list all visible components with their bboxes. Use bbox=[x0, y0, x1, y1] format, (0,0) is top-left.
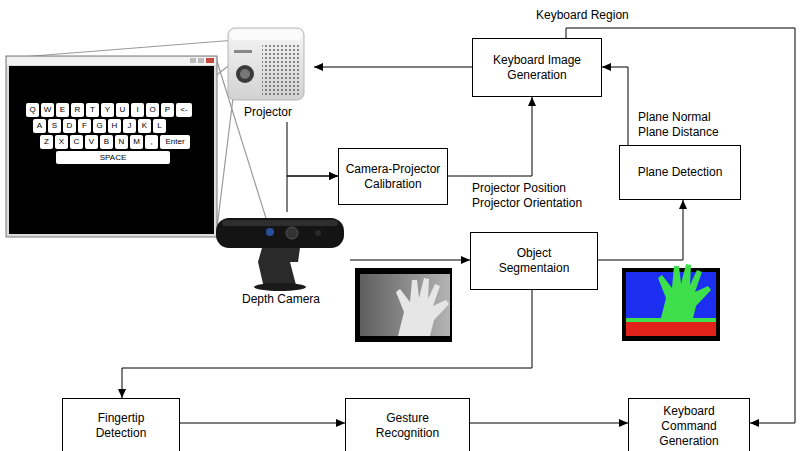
connector-arrow bbox=[598, 200, 683, 260]
key-label: J bbox=[123, 119, 136, 133]
key-label: R bbox=[71, 103, 84, 117]
device-photo: Depth Camera bbox=[212, 212, 350, 309]
key-label: B bbox=[100, 135, 113, 149]
connector-arrow bbox=[448, 97, 532, 176]
key-label: Y bbox=[101, 103, 114, 117]
key-label: W bbox=[41, 103, 54, 117]
connector-arrow bbox=[350, 260, 470, 261]
box-label: Object Segmentaion bbox=[494, 246, 574, 276]
box-label: Keyboard Command Generation bbox=[649, 404, 729, 449]
key-label: L bbox=[153, 119, 166, 133]
key-label: V bbox=[85, 135, 98, 149]
connector-arrow bbox=[314, 67, 472, 68]
connector-label: Plane Normal Plane Distance bbox=[636, 110, 730, 140]
key-label: F bbox=[78, 119, 91, 133]
key-label: S bbox=[48, 119, 61, 133]
process-box: Keyboard Command Generation bbox=[628, 398, 750, 451]
key-label: , bbox=[145, 135, 158, 149]
key-label: Q bbox=[26, 103, 39, 117]
key-label: I bbox=[131, 103, 144, 117]
key-label: X bbox=[55, 135, 68, 149]
connector-label: Keyboard Region bbox=[534, 8, 631, 23]
key-label: P bbox=[161, 103, 174, 117]
connector-arrow bbox=[287, 122, 338, 176]
device-photo: Projector bbox=[222, 22, 314, 122]
connector-label: Projector Position Projector Orientation bbox=[470, 181, 599, 211]
box-label: Plane Detection bbox=[638, 165, 723, 180]
key-label: T bbox=[86, 103, 99, 117]
depth-image bbox=[355, 268, 452, 342]
key-label: U bbox=[116, 103, 129, 117]
connector-arrow bbox=[470, 423, 628, 424]
segmentation-image bbox=[622, 264, 720, 341]
connector-arrow bbox=[602, 67, 628, 145]
box-label: Fingertip Detection bbox=[81, 411, 161, 441]
key-label: <- bbox=[176, 103, 192, 117]
key-label: H bbox=[108, 119, 121, 133]
process-box: Keyboard Image Generation bbox=[472, 38, 602, 97]
process-box: Gesture Recognition bbox=[345, 398, 470, 451]
process-box: Camera-Projector Calibration bbox=[338, 148, 448, 205]
key-label: C bbox=[70, 135, 83, 149]
key-label: Enter bbox=[160, 135, 190, 149]
device-caption: Depth Camera bbox=[242, 292, 320, 307]
key-label: M bbox=[130, 135, 143, 149]
key-label: Z bbox=[40, 135, 53, 149]
keyboard-window bbox=[6, 56, 217, 237]
key-label: K bbox=[138, 119, 151, 133]
connector-arrow bbox=[180, 423, 345, 424]
key-label: N bbox=[115, 135, 128, 149]
box-label: Camera-Projector Calibration bbox=[343, 162, 443, 192]
key-label: A bbox=[33, 119, 46, 133]
process-box: Plane Detection bbox=[619, 145, 741, 200]
depth-camera-photo bbox=[216, 218, 344, 291]
projector-photo bbox=[228, 28, 304, 100]
device-caption: Projector bbox=[244, 105, 292, 120]
process-box: Fingertip Detection bbox=[62, 398, 180, 451]
key-label: D bbox=[63, 119, 76, 133]
key-label: E bbox=[56, 103, 69, 117]
connector-arrow bbox=[287, 176, 338, 212]
box-label: Gesture Recognition bbox=[368, 411, 448, 441]
key-label: SPACE bbox=[56, 151, 170, 164]
process-box: Object Segmentaion bbox=[470, 232, 598, 290]
box-label: Keyboard Image Generation bbox=[478, 53, 596, 83]
connector-arrow bbox=[122, 290, 532, 398]
key-label: G bbox=[93, 119, 106, 133]
key-label: O bbox=[146, 103, 159, 117]
